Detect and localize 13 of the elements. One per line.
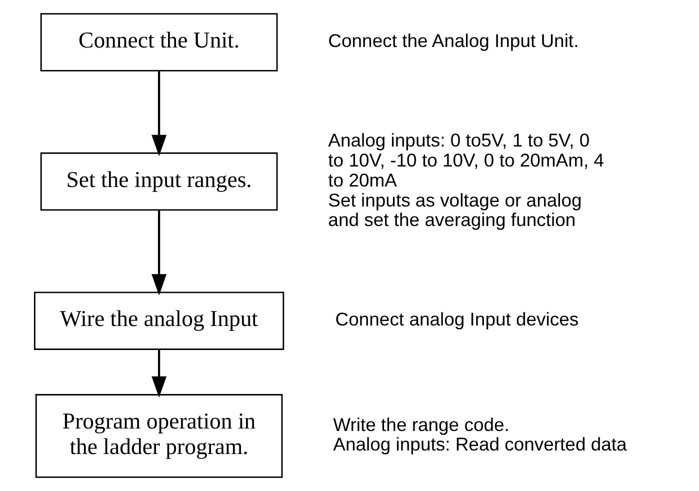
node-box: Program operation in the ladder program.: [35, 394, 283, 478]
node-label: Connect the Analog Input Unit.: [328, 30, 579, 52]
node-box: Set the input ranges.: [40, 152, 278, 211]
arrow: [152, 210, 167, 296]
node-label: Analog inputs: 0 to5V, 1 to 5V, 0 to 10V, -10 to 10V, 0 to 20mAm, 4 to 20mA: [328, 130, 604, 190]
node-label: Connect analog Input devices: [335, 308, 579, 330]
node-box: Wire the analog Input: [34, 292, 284, 350]
arrow: [152, 71, 167, 156]
node-box: Connect the Unit.: [40, 13, 278, 72]
node-label: Write the range code.: [333, 414, 510, 435]
node-label: Set inputs as voltage or analog and set the averaging function: [328, 189, 582, 230]
arrow: [152, 349, 167, 398]
node-label: Analog inputs: Read converted data: [333, 434, 627, 455]
